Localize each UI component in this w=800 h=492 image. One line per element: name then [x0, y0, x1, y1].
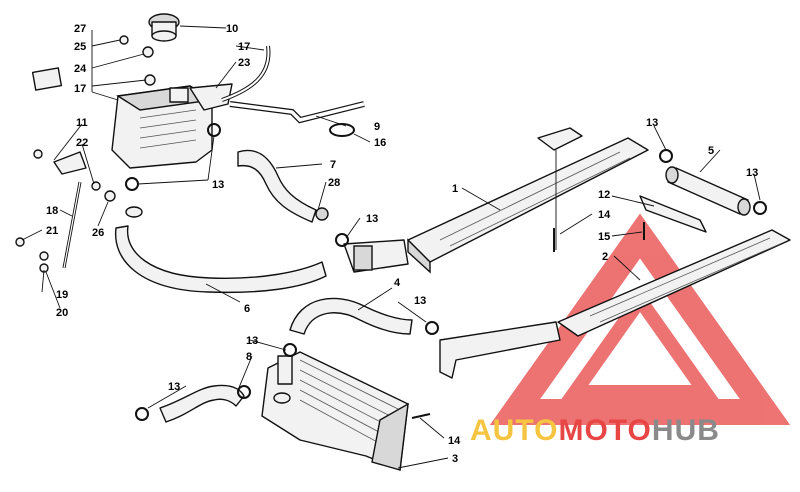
- callout-1: 1: [452, 183, 458, 195]
- callout-16: 16: [374, 137, 386, 149]
- clamp-16: [329, 123, 355, 137]
- callout-14-upper: 14: [598, 209, 611, 221]
- hose-7: [237, 149, 317, 223]
- callout-24: 24: [74, 63, 87, 75]
- heat-exchanger-2: [557, 195, 791, 337]
- reservoir-hardware: [119, 35, 156, 86]
- callout-20: 20: [56, 307, 68, 319]
- radiator-cap: [148, 13, 180, 42]
- callout-10: 10: [226, 23, 238, 35]
- callout-13-radiator: 13: [246, 335, 258, 347]
- callout-8: 8: [246, 351, 252, 363]
- callout-4: 4: [394, 277, 401, 289]
- callout-11: 11: [76, 117, 88, 129]
- callout-26: 26: [92, 227, 104, 239]
- callout-14-lower: 14: [448, 435, 461, 447]
- callout-6: 6: [244, 303, 250, 315]
- callout-13-lower: 13: [414, 295, 426, 307]
- callout-23: 23: [238, 57, 250, 69]
- hose-4: [289, 297, 413, 335]
- callout-27: 27: [74, 23, 86, 35]
- lower-elbow: [439, 321, 561, 379]
- hose-8: [159, 384, 245, 423]
- callout-3: 3: [452, 453, 458, 465]
- thermostat-housing: [343, 239, 409, 273]
- callout-labels: 27 25 24 17 10 17 23 9 16 11 22 7 28 13 …: [46, 23, 758, 465]
- heat-exchanger-1: [407, 137, 649, 274]
- callout-2: 2: [602, 251, 608, 263]
- callout-9: 9: [374, 121, 380, 133]
- callout-28: 28: [328, 177, 340, 189]
- callout-17-right: 17: [238, 41, 250, 53]
- watermark-text: AUTOMOTOHUB: [470, 414, 720, 447]
- callout-13-hx-right: 13: [746, 167, 758, 179]
- hose-5: [665, 166, 751, 216]
- decal: [31, 67, 63, 91]
- hx-bracket: [537, 127, 583, 151]
- callout-15: 15: [598, 231, 610, 243]
- leader-lines: [21, 25, 761, 469]
- callout-25: 25: [74, 41, 86, 53]
- watermark-part3: HUB: [652, 414, 720, 447]
- callout-18: 18: [46, 205, 58, 217]
- callout-13-bottle: 13: [212, 179, 224, 191]
- callout-7: 7: [330, 159, 336, 171]
- callout-22: 22: [76, 137, 88, 149]
- callout-13-thermostat: 13: [366, 213, 378, 225]
- callout-12: 12: [598, 189, 610, 201]
- radiator-3: [261, 351, 409, 471]
- hose-6: [114, 225, 327, 294]
- svg-text:AUTOMOTOHUB: AUTOMOTOHUB: [470, 414, 720, 447]
- callout-17-left: 17: [74, 83, 86, 95]
- watermark-part2: MOTO: [558, 414, 651, 447]
- fasteners: [411, 222, 645, 419]
- watermark-part1: AUTO: [470, 414, 558, 447]
- callout-5: 5: [708, 145, 714, 157]
- mount-linkage: [15, 149, 116, 273]
- callout-21: 21: [46, 225, 58, 237]
- callout-13-hx-left: 13: [646, 117, 658, 129]
- callout-19: 19: [56, 289, 68, 301]
- coolant-reservoir: [111, 85, 214, 169]
- callout-13-hose8: 13: [168, 381, 180, 393]
